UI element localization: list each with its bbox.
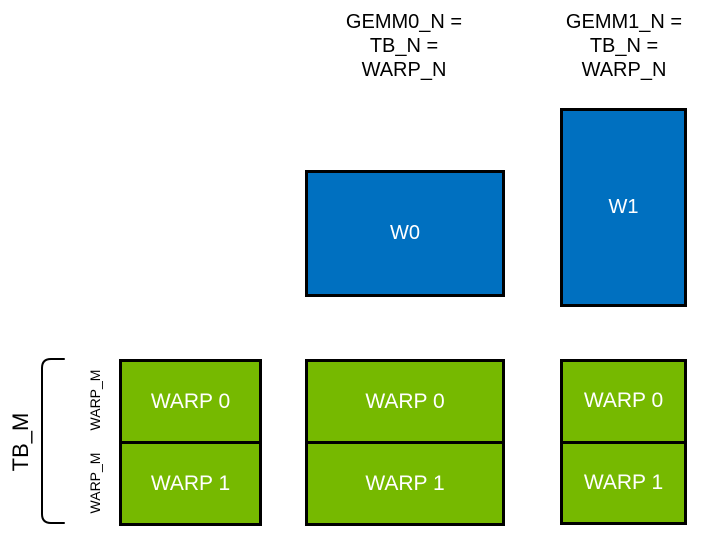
accumulator-tile-w1: W1 bbox=[560, 108, 687, 307]
tile-w1-label: W1 bbox=[608, 196, 639, 218]
threadblock-warp-grid-0: WARP 0 WARP 1 bbox=[119, 359, 262, 526]
warp-m-row1-label: WARP_M bbox=[87, 452, 103, 514]
tb-m-bracket bbox=[41, 358, 65, 524]
warp0-cell: WARP 0 bbox=[308, 362, 502, 444]
tb-m-axis-label: TB_M bbox=[8, 412, 33, 472]
gemm1-column-header: GEMM1_N = TB_N = WARP_N bbox=[565, 11, 683, 81]
threadblock-warp-grid-2: WARP 0 WARP 1 bbox=[560, 359, 687, 525]
warp0-cell: WARP 0 bbox=[563, 362, 684, 444]
warp-m-row0-label: WARP_M bbox=[87, 369, 103, 431]
warp1-cell: WARP 1 bbox=[308, 444, 502, 523]
warp1-cell: WARP 1 bbox=[122, 444, 259, 523]
warp1-cell: WARP 1 bbox=[563, 443, 684, 522]
accumulator-tile-w0: W0 bbox=[305, 170, 505, 297]
tile-w0-label: W0 bbox=[390, 222, 420, 244]
threadblock-warp-grid-1: WARP 0 WARP 1 bbox=[305, 359, 505, 526]
warp0-cell: WARP 0 bbox=[122, 362, 259, 444]
gemm0-column-header: GEMM0_N = TB_N = WARP_N bbox=[345, 11, 463, 81]
